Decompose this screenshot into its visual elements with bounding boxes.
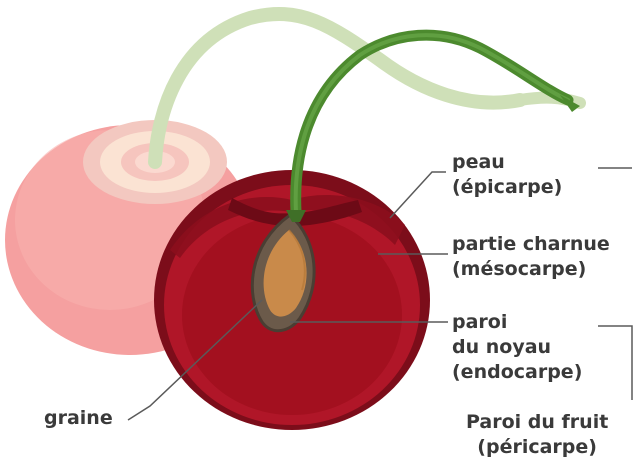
label-endocarp-line1: paroi [452, 310, 582, 335]
label-endocarp-line3: (endocarpe) [452, 360, 582, 385]
label-seed: graine [44, 406, 113, 431]
label-mesocarp-line2: (mésocarpe) [452, 257, 610, 282]
label-mesocarp-line1: partie charnue [452, 232, 610, 257]
label-pericarp-line2: (péricarpe) [466, 435, 608, 460]
label-epicarp-line1: peau [452, 150, 562, 175]
label-epicarp: peau (épicarpe) [452, 150, 562, 200]
label-pericarp: Paroi du fruit (péricarpe) [466, 410, 608, 460]
label-endocarp-line2: du noyau [452, 335, 582, 360]
label-pericarp-line1: Paroi du fruit [466, 410, 608, 435]
label-endocarp: paroi du noyau (endocarpe) [452, 310, 582, 385]
label-mesocarp: partie charnue (mésocarpe) [452, 232, 610, 282]
label-seed-text: graine [44, 406, 113, 431]
label-epicarp-line2: (épicarpe) [452, 175, 562, 200]
